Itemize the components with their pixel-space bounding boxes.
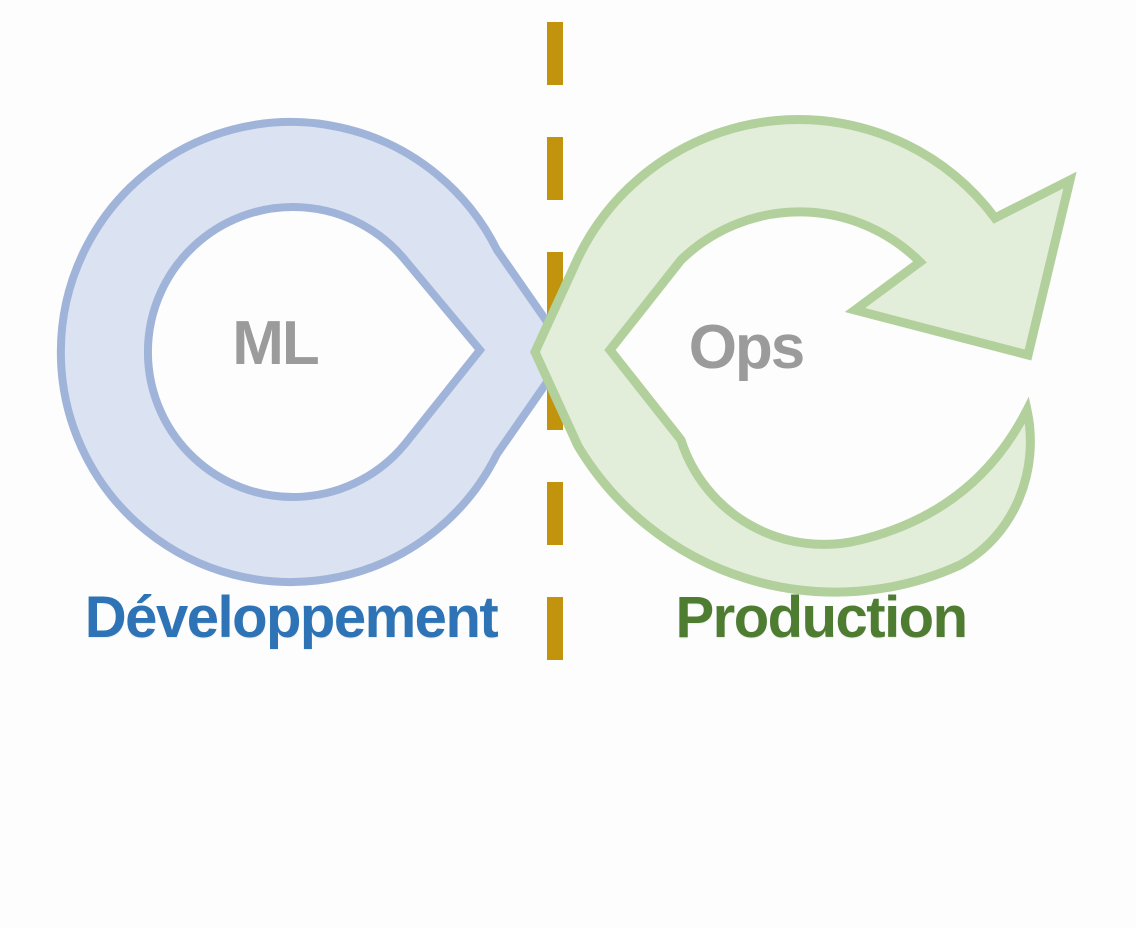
ops-arrow-loop-shape bbox=[530, 115, 1077, 597]
development-caption: Développement bbox=[84, 585, 499, 650]
production-caption: Production bbox=[675, 585, 968, 650]
ml-loop-label: ML bbox=[232, 309, 320, 378]
ml-loop-shape bbox=[56, 118, 573, 586]
ops-loop-label: Ops bbox=[688, 313, 806, 382]
